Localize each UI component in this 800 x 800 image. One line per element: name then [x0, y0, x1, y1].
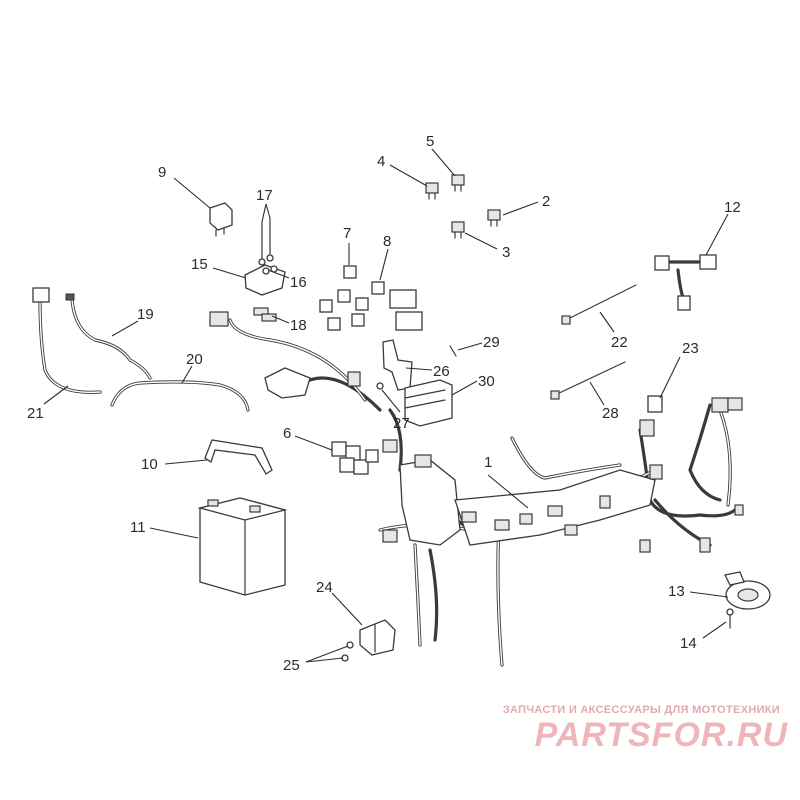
callout-19: 19 [137, 306, 154, 323]
callout-9: 9 [158, 164, 166, 181]
callout-2: 2 [542, 193, 550, 210]
part-cables-left [32, 287, 250, 412]
callout-25: 25 [283, 657, 300, 674]
part-horn-13 [724, 571, 771, 629]
callout-13: 13 [668, 583, 685, 600]
callout-8: 8 [383, 233, 391, 250]
callout-21: 21 [27, 405, 44, 422]
part-bracket-26 [376, 339, 457, 427]
callout-3: 3 [502, 244, 510, 261]
callout-18: 18 [290, 317, 307, 334]
callout-23: 23 [682, 340, 699, 357]
callout-24: 24 [316, 579, 333, 596]
callout-7: 7 [343, 225, 351, 242]
part-battery-11 [197, 497, 288, 596]
callout-28: 28 [602, 405, 619, 422]
part-cable-ties [550, 284, 637, 400]
part-connector-23 [647, 395, 663, 413]
part-relay-9 [209, 202, 233, 237]
part-relay-block-6 [331, 441, 379, 475]
callout-4: 4 [377, 153, 385, 170]
callout-11: 11 [130, 519, 146, 536]
part-sensor-12 [654, 254, 717, 311]
callout-labels: 1 2 3 4 5 6 7 8 9 10 11 12 13 14 15 16 1… [27, 133, 741, 674]
callout-22: 22 [611, 334, 628, 351]
callout-12: 12 [724, 199, 741, 216]
watermark-caption: ЗАПЧАСТИ И АКСЕССУАРЫ ДЛЯ МОТОТЕХНИКИ [502, 704, 780, 716]
callout-30: 30 [478, 373, 495, 390]
callout-10: 10 [141, 456, 158, 473]
callout-27: 27 [393, 415, 410, 432]
callout-15: 15 [191, 256, 208, 273]
watermark-logo: PARTSFOR.RU [534, 716, 788, 754]
callout-16: 16 [290, 274, 307, 291]
part-bracket-15 [244, 217, 286, 322]
callout-20: 20 [186, 351, 203, 368]
callout-6: 6 [283, 425, 291, 442]
callout-1: 1 [484, 454, 492, 471]
callout-5: 5 [426, 133, 434, 150]
part-strap-10 [204, 439, 273, 475]
callout-26: 26 [433, 363, 450, 380]
part-main-harness [209, 311, 744, 667]
callout-14: 14 [680, 635, 697, 652]
part-relays [319, 265, 423, 331]
part-fuses [425, 174, 501, 239]
part-fusebox-24 [341, 619, 396, 662]
callout-29: 29 [483, 334, 500, 351]
leader-lines [43, 148, 729, 663]
callout-17: 17 [256, 187, 273, 204]
